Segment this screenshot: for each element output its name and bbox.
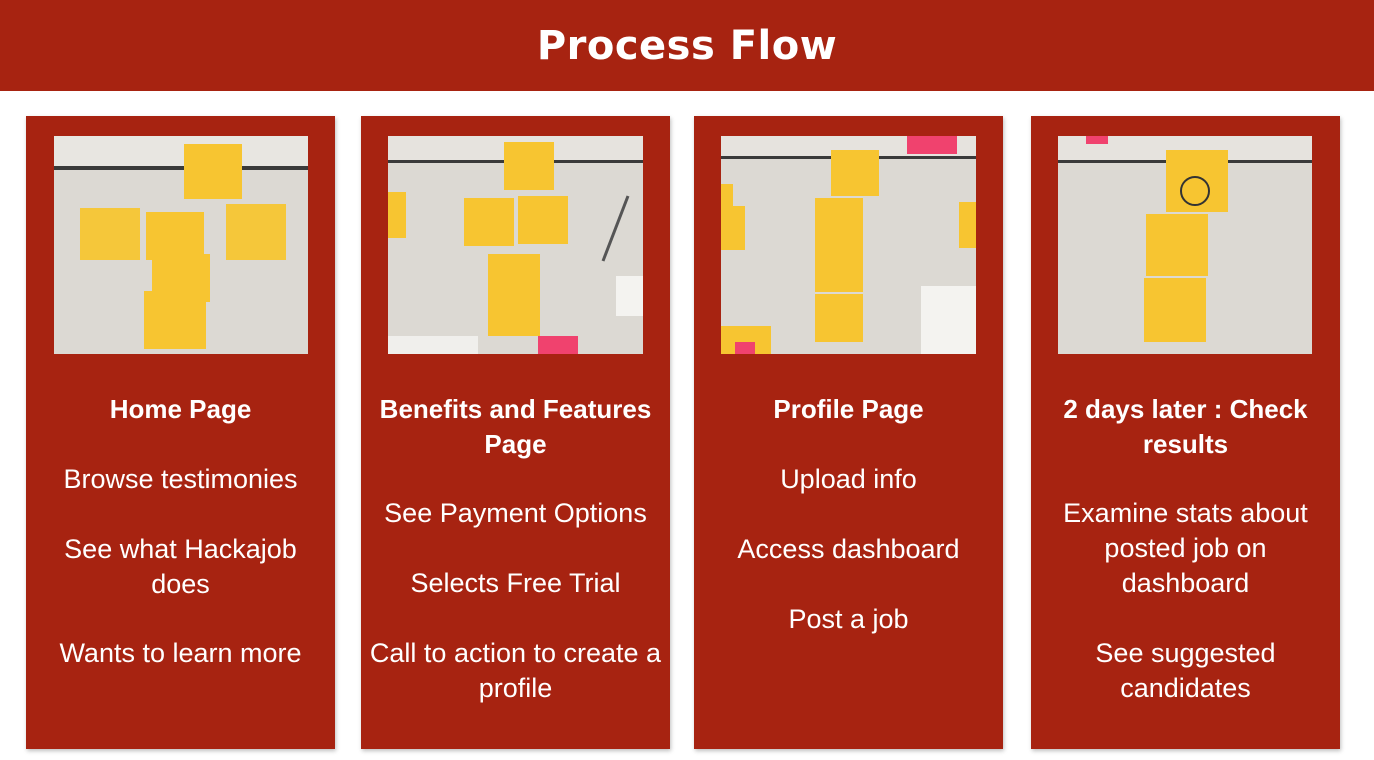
step-title: Benefits and Features Page: [379, 394, 652, 459]
header-banner: Process Flow: [0, 0, 1374, 91]
step-item: Call to action to create a profile: [369, 638, 662, 703]
step-card-home: Home Page Browse testimonies See what Ha…: [26, 116, 335, 749]
step-card-results: 2 days later : Check results Examine sta…: [1031, 116, 1340, 749]
page-title: Process Flow: [536, 22, 838, 69]
step-card-benefits: Benefits and Features Page See Payment O…: [361, 116, 670, 749]
step-title: Home Page: [109, 394, 252, 424]
step-item: Wants to learn more: [59, 638, 302, 668]
step-item: Upload info: [780, 464, 917, 494]
photo-sticky-notes-results: [1058, 136, 1312, 354]
photo-sticky-notes-profile: [721, 136, 976, 354]
step-card-profile: Profile Page Upload info Access dashboar…: [694, 116, 1003, 749]
step-item: See suggested candidates: [1095, 638, 1276, 703]
step-item: Examine stats about posted job on dashbo…: [1063, 498, 1308, 598]
step-title: Profile Page: [773, 394, 924, 424]
step-item: Post a job: [788, 604, 909, 634]
photo-sticky-notes-home: [54, 136, 308, 354]
step-item: Selects Free Trial: [410, 568, 621, 598]
step-item: See Payment Options: [384, 498, 647, 528]
step-title: 2 days later : Check results: [1063, 394, 1308, 459]
step-item: Access dashboard: [737, 534, 960, 564]
photo-sticky-notes-benefits: [388, 136, 643, 354]
step-item: See what Hackajob does: [64, 534, 297, 599]
step-item: Browse testimonies: [63, 464, 298, 494]
